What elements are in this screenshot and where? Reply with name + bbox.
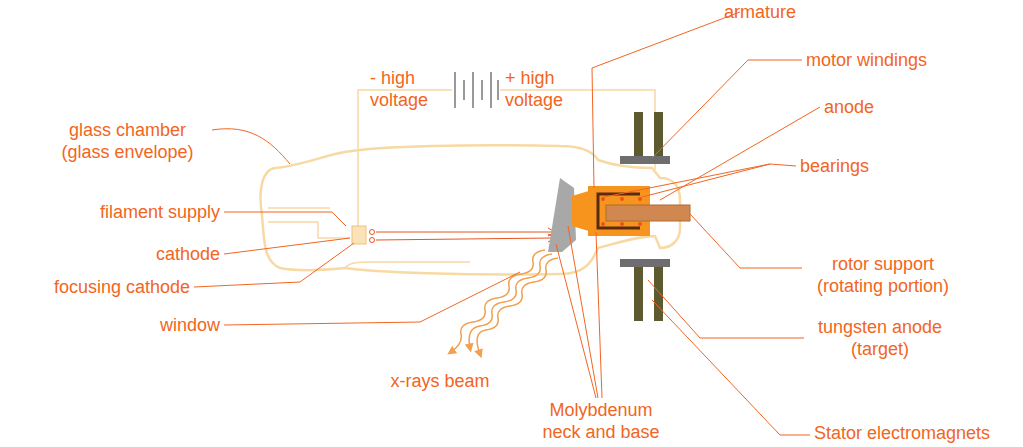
part-label: - high voltage xyxy=(370,67,444,111)
part-label: Stator electromagnets xyxy=(814,422,1019,444)
part-label: rotor support (rotating portion) xyxy=(806,253,960,297)
part-label: Molybdenum neck and base xyxy=(538,399,664,443)
part-label: anode xyxy=(824,96,974,118)
part-label: focusing cathode xyxy=(4,276,190,298)
x-ray-waves xyxy=(451,250,558,354)
rotor-support xyxy=(606,205,690,221)
part-label: x-rays beam xyxy=(370,370,510,392)
bearings xyxy=(601,197,642,226)
tungsten-target xyxy=(548,178,576,252)
part-label: armature xyxy=(700,1,820,23)
part-label: motor windings xyxy=(806,49,1006,71)
part-label: cathode xyxy=(60,243,220,265)
glass-inner xyxy=(268,208,470,268)
part-label: tungsten anode (target) xyxy=(808,316,952,360)
stator-electromagnets xyxy=(620,112,670,321)
part-label: window xyxy=(60,314,220,336)
leader-lines xyxy=(194,12,820,435)
part-label: + high voltage xyxy=(505,67,579,111)
part-label: bearings xyxy=(800,155,950,177)
cathode-assembly xyxy=(352,226,375,244)
electron-beam xyxy=(376,228,555,242)
part-label: filament supply xyxy=(40,201,220,223)
part-label: glass chamber (glass envelope) xyxy=(55,119,200,163)
battery-symbol xyxy=(455,72,498,108)
